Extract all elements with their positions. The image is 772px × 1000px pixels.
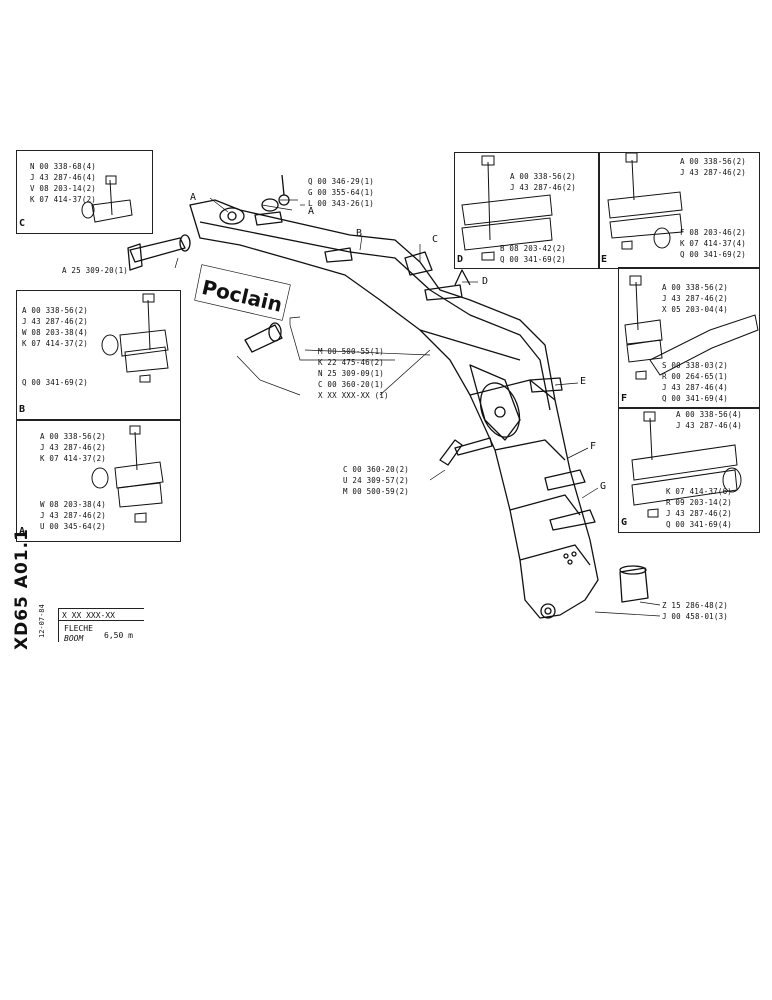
part-label: Q 00 346-29(1) bbox=[308, 177, 375, 186]
part-label: J 43 287-46(2) bbox=[40, 511, 107, 520]
callout-b: B bbox=[356, 228, 363, 239]
part-label: Q 00 341-69(4) bbox=[666, 520, 733, 529]
callout-d: D bbox=[482, 276, 489, 287]
part-label: Q 00 341-69(2) bbox=[500, 255, 567, 264]
part-label: K 07 414-37(4) bbox=[680, 239, 747, 248]
inset-letter-a: A bbox=[19, 526, 26, 537]
part-label: C 00 360-20(1) bbox=[318, 380, 385, 389]
part-label: A 00 338-56(2) bbox=[662, 283, 729, 292]
part-label: J 43 287-46(4) bbox=[30, 173, 97, 182]
part-label: R 09 203-14(2) bbox=[666, 498, 733, 507]
callout-f: F bbox=[590, 441, 597, 452]
part-label: K 07 414-37(6) bbox=[666, 487, 733, 496]
part-label: L 00 343-26(1) bbox=[308, 199, 375, 208]
part-label: J 43 287-46(4) bbox=[662, 383, 729, 392]
callout-a: A bbox=[308, 206, 315, 217]
boom-outline bbox=[189, 199, 599, 619]
part-label: U 00 345-64(2) bbox=[40, 522, 107, 531]
part-label: U 24 309-57(2) bbox=[343, 476, 410, 485]
inset-g bbox=[618, 407, 760, 533]
inset-e bbox=[598, 152, 760, 269]
part-label: X 05 203-04(4) bbox=[662, 305, 729, 314]
part-label: J 00 458-01(3) bbox=[662, 612, 729, 621]
boom-size: 6,50 m bbox=[104, 631, 133, 640]
part-label: K 22 475-46(2) bbox=[318, 358, 385, 367]
part-label: J 43 287-46(2) bbox=[22, 317, 89, 326]
part-label: J 43 287-46(2) bbox=[40, 443, 107, 452]
inset-letter-f: F bbox=[621, 393, 628, 404]
callout-g: G bbox=[600, 481, 607, 492]
part-label: C 00 360-20(2) bbox=[343, 465, 410, 474]
document-ref: X XX XXX-XX bbox=[62, 611, 115, 620]
part-label: Q 00 341-69(2) bbox=[680, 250, 747, 259]
part-label: V 08 203-14(2) bbox=[30, 184, 97, 193]
inset-letter-c: C bbox=[19, 218, 26, 229]
part-label: J 43 287-46(4) bbox=[676, 421, 743, 430]
title-block bbox=[58, 608, 239, 642]
part-label: K 07 414-37(2) bbox=[40, 454, 107, 463]
part-label: W 08 203-38(4) bbox=[22, 328, 89, 337]
part-label: Q 00 341-69(4) bbox=[662, 394, 729, 403]
callout-e: E bbox=[580, 376, 587, 387]
document-date: 12-07-84 bbox=[38, 604, 46, 638]
part-label: J 43 287-46(2) bbox=[662, 294, 729, 303]
part-label: S 00 338-03(2) bbox=[662, 361, 729, 370]
part-label: W 08 203-38(4) bbox=[40, 500, 107, 509]
part-label: N 00 338-68(4) bbox=[30, 162, 97, 171]
part-label: J 43 287-46(2) bbox=[680, 168, 747, 177]
part-label: A 00 338-56(2) bbox=[680, 157, 747, 166]
part-label: G 00 355-64(1) bbox=[308, 188, 375, 197]
part-label: J 43 287-46(2) bbox=[510, 183, 577, 192]
callout-c: C bbox=[432, 234, 439, 245]
callout-a: A bbox=[190, 192, 197, 203]
part-label: R 00 264-65(1) bbox=[662, 372, 729, 381]
part-label: B 08 203-42(2) bbox=[500, 244, 567, 253]
part-label: M 00 500-59(2) bbox=[343, 487, 410, 496]
inset-c bbox=[16, 150, 153, 234]
part-label: A 00 338-56(2) bbox=[40, 432, 107, 441]
part-label: K 07 414-37(2) bbox=[22, 339, 89, 348]
inset-f bbox=[618, 267, 760, 409]
part-label: A 00 338-56(4) bbox=[676, 410, 743, 419]
part-label: A 00 338-56(2) bbox=[510, 172, 577, 181]
part-label: M 00 500-55(1) bbox=[318, 347, 385, 356]
document-code: XD65 A01.1 bbox=[12, 528, 32, 650]
part-label: A 00 338-56(2) bbox=[22, 306, 89, 315]
part-label: X XX XXX-XX (1) bbox=[318, 391, 389, 400]
inset-letter-g: G bbox=[621, 517, 628, 528]
part-label: F 08 203-46(2) bbox=[680, 228, 747, 237]
inset-letter-d: D bbox=[457, 254, 464, 265]
part-label: N 25 309-09(1) bbox=[318, 369, 385, 378]
part-label: K 07 414-37(2) bbox=[30, 195, 97, 204]
part-label: A 25 309-20(1) bbox=[62, 266, 129, 275]
inset-d bbox=[454, 152, 600, 269]
inset-letter-b: B bbox=[19, 404, 26, 415]
title-fr: FLECHE bbox=[64, 624, 93, 633]
inset-b bbox=[16, 290, 181, 420]
title-en: BOOM bbox=[64, 634, 84, 643]
inset-letter-e: E bbox=[601, 254, 608, 265]
part-label: J 43 287-46(2) bbox=[666, 509, 733, 518]
inset-a bbox=[16, 420, 181, 542]
part-label: Q 00 341-69(2) bbox=[22, 378, 89, 387]
part-label: Z 15 286-48(2) bbox=[662, 601, 729, 610]
